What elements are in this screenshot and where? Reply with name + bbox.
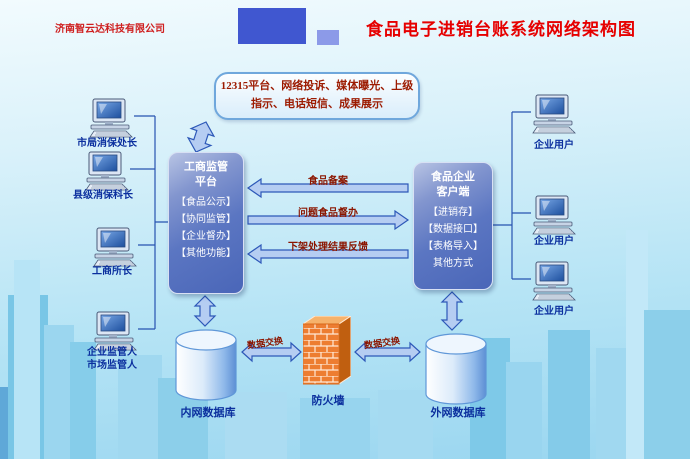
inner-database-label: 内网数据库 (180, 407, 236, 419)
platform-title-line1: 工商监管 (184, 161, 228, 173)
flow-label-problem-supervision: 问题食品督办 (298, 208, 358, 219)
flow-label-food-record: 食品备案 (308, 176, 348, 187)
user-label-supervisors: 企业监管人 市场监管人 (62, 347, 162, 372)
company-name: 济南智云达科技有限公司 (55, 24, 165, 35)
building (70, 342, 96, 459)
outer-database-label: 外网数据库 (430, 407, 486, 419)
client-title-line1: 食品企业 (431, 171, 475, 183)
client-item: 【表格导入】 (423, 240, 483, 252)
platform-title-line2: 平台 (195, 176, 217, 189)
external-channels-text: 12315平台、网络投诉、媒体曝光、上级指示、电话短信、成果展示 (220, 80, 414, 110)
building (14, 260, 40, 459)
client-items: 【进销存】 【数据接口】 【表格导入】 其他方式 (414, 204, 492, 272)
platform-item: 【企业督办】 (176, 230, 236, 242)
computer-icon (88, 98, 134, 138)
user-label-aic-office: 工商所长 (92, 266, 132, 277)
client-box: 食品企业 客户端 【进销存】 【数据接口】 【表格导入】 其他方式 (413, 162, 493, 290)
decor-rect-small (317, 30, 339, 45)
outer-database-icon (424, 332, 488, 406)
building (506, 362, 542, 459)
platform-item: 【其他功能】 (176, 247, 236, 259)
platform-title: 工商监管 平台 (169, 153, 243, 191)
building (548, 330, 590, 459)
building (118, 355, 162, 459)
computer-icon (531, 195, 577, 235)
user-label-county-section: 县级消保科长 (73, 190, 133, 201)
platform-box: 工商监管 平台 【食品公示】 【协同监管】 【企业督办】 【其他功能】 (168, 152, 244, 294)
flow-label-removal-feedback: 下架处理结果反馈 (288, 242, 368, 253)
client-item: 【进销存】 (428, 206, 478, 218)
client-item: 其他方式 (433, 257, 473, 269)
client-title: 食品企业 客户端 (414, 163, 492, 201)
firewall-icon (303, 316, 351, 385)
user-label-line1: 企业监管人 (87, 347, 137, 358)
computer-icon (531, 94, 577, 134)
building (626, 230, 648, 459)
platform-item: 【协同监管】 (176, 213, 236, 225)
client-title-line2: 客户端 (436, 186, 470, 199)
user-label-enterprise-1: 企业用户 (534, 140, 574, 151)
computer-icon (92, 311, 138, 351)
computer-icon (531, 261, 577, 301)
user-label-line2: 市场监管人 (87, 359, 137, 371)
building (300, 398, 370, 459)
user-label-enterprise-2: 企业用户 (534, 236, 574, 247)
user-label-enterprise-3: 企业用户 (534, 306, 574, 317)
computer-icon (92, 227, 138, 267)
building (644, 310, 690, 459)
decor-rect-large (238, 8, 306, 44)
external-channels-box: 12315平台、网络投诉、媒体曝光、上级指示、电话短信、成果展示 (214, 72, 420, 120)
building (225, 392, 287, 459)
user-label-city-bureau: 市局消保处长 (77, 138, 137, 149)
computer-icon (84, 151, 130, 191)
platform-items: 【食品公示】 【协同监管】 【企业督办】 【其他功能】 (169, 194, 243, 262)
building (378, 390, 433, 459)
firewall-label: 防火墙 (311, 395, 345, 407)
inner-database-icon (174, 328, 238, 402)
client-item: 【数据接口】 (423, 223, 483, 235)
page-title: 食品电子进销台账系统网络架构图 (366, 20, 636, 39)
building (44, 325, 74, 459)
platform-item: 【食品公示】 (176, 196, 236, 208)
